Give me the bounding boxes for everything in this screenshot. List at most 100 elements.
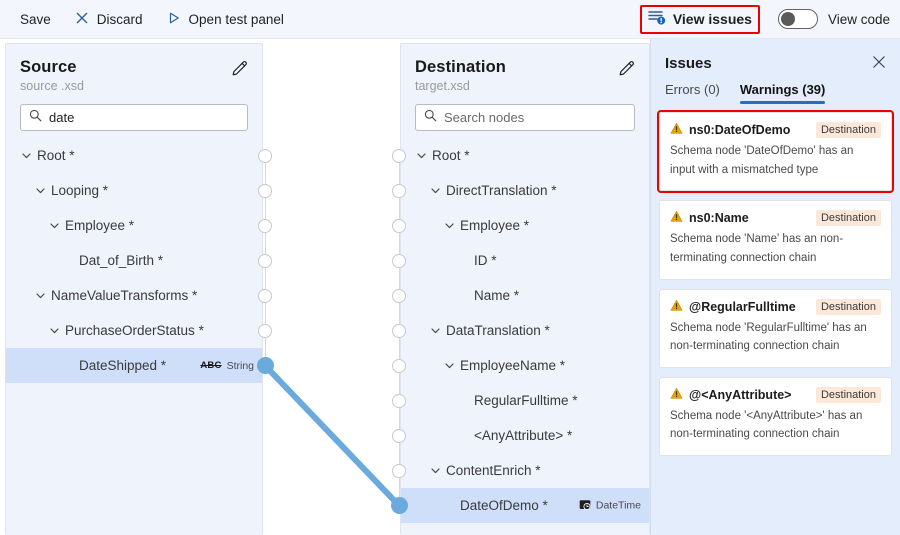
- source-tree-node[interactable]: PurchaseOrderStatus *: [6, 313, 262, 348]
- destination-tree-node[interactable]: ID *: [401, 243, 649, 278]
- chevron-down-icon[interactable]: [429, 464, 442, 477]
- source-tree-node-label: NameValueTransforms *: [51, 288, 198, 303]
- chevron-down-icon[interactable]: [443, 359, 456, 372]
- issue-description: Schema node '<AnyAttribute>' has an non-…: [670, 409, 863, 441]
- destination-search-input[interactable]: Search nodes: [415, 104, 635, 131]
- destination-tree-node[interactable]: RegularFulltime *: [401, 383, 649, 418]
- issue-name-label: @<AnyAttribute>: [689, 387, 792, 402]
- toolbar: Save Discard Open test panel: [0, 0, 900, 39]
- warning-triangle-icon: [670, 387, 683, 403]
- source-tree-node-label: DateShipped *: [79, 358, 167, 373]
- issue-card-header: @RegularFulltime Destination: [670, 298, 881, 315]
- connector-handle[interactable]: [258, 288, 272, 303]
- chevron-down-icon[interactable]: [48, 219, 61, 232]
- source-tree-node[interactable]: Root *: [6, 138, 262, 173]
- issue-description: Schema node 'DateOfDemo' has an input wi…: [670, 145, 854, 176]
- destination-tree-node[interactable]: DataTranslation *: [401, 313, 649, 348]
- source-tree-node[interactable]: Dat_of_Birth *: [6, 243, 262, 278]
- close-icon[interactable]: [870, 53, 888, 71]
- source-tree-node[interactable]: Employee *: [6, 208, 262, 243]
- connector-handle[interactable]: [392, 463, 406, 478]
- chevron-down-icon[interactable]: [429, 324, 442, 337]
- source-tree-node[interactable]: Looping *: [6, 173, 262, 208]
- destination-tree-node-label: ID *: [474, 253, 497, 268]
- connector-handle[interactable]: [258, 323, 272, 338]
- save-button[interactable]: Save: [10, 4, 61, 34]
- source-edit-pencil-icon[interactable]: [230, 58, 250, 78]
- open-test-panel-button[interactable]: Open test panel: [157, 4, 294, 34]
- connector-handle[interactable]: [258, 148, 272, 163]
- chevron-down-icon[interactable]: [48, 324, 61, 337]
- chevron-down-icon[interactable]: [34, 184, 47, 197]
- close-x-icon: [75, 11, 89, 28]
- toggle-knob: [780, 12, 795, 26]
- issue-scope-badge: Destination: [815, 210, 881, 227]
- discard-label: Discard: [96, 11, 143, 27]
- connector-handle[interactable]: [392, 253, 406, 268]
- source-tree-node[interactable]: NameValueTransforms *: [6, 278, 262, 313]
- destination-tree: Root * DirectTranslation * Employee * ID * N…: [401, 138, 649, 523]
- destination-tree-node[interactable]: Name *: [401, 278, 649, 313]
- view-issues-button[interactable]: View issues: [639, 4, 760, 34]
- issues-tab[interactable]: Errors (0): [665, 82, 720, 97]
- source-schema-panel: Source source .xsd date Root *Looping *E…: [5, 43, 263, 535]
- connector-handle[interactable]: [392, 288, 406, 303]
- issue-card-header: @<AnyAttribute> Destination: [670, 386, 881, 403]
- connector-handle[interactable]: [392, 393, 406, 408]
- warning-triangle-icon: [670, 299, 683, 315]
- destination-tree-node[interactable]: DirectTranslation *: [401, 173, 649, 208]
- destination-tree-node[interactable]: Employee *: [401, 208, 649, 243]
- connector-handle[interactable]: [390, 497, 408, 514]
- destination-tree-node[interactable]: ContentEnrich *: [401, 453, 649, 488]
- connector-handle[interactable]: [392, 148, 406, 163]
- discard-button[interactable]: Discard: [65, 4, 153, 34]
- connector-handle[interactable]: [258, 183, 272, 198]
- issues-list-icon: [648, 9, 666, 30]
- warning-triangle-icon: [670, 122, 683, 138]
- connector-handle[interactable]: [392, 428, 406, 443]
- issue-scope-badge: Destination: [815, 298, 881, 315]
- abc-string-icon: ABC: [200, 360, 222, 371]
- issues-panel-title: Issues: [665, 55, 712, 72]
- destination-tree-node-label: Name *: [474, 288, 520, 303]
- connector-handle[interactable]: [256, 357, 274, 374]
- issue-scope-badge: Destination: [815, 122, 881, 138]
- destination-panel-title: Destination: [415, 58, 506, 76]
- connection-wire: [262, 362, 402, 509]
- connector-handle[interactable]: [392, 183, 406, 198]
- view-code-toggle[interactable]: [777, 9, 818, 29]
- destination-panel-header: Destination target.xsd: [401, 44, 649, 93]
- issues-tab[interactable]: Warnings (39): [739, 82, 826, 104]
- destination-edit-pencil-icon[interactable]: [617, 58, 637, 78]
- destination-tree-node-label: Employee *: [460, 218, 530, 233]
- destination-tree-node[interactable]: <AnyAttribute> *: [401, 418, 649, 453]
- destination-tree-node[interactable]: EmployeeName *: [401, 348, 649, 383]
- destination-tree-node[interactable]: DateOfDemo *DateTime: [401, 488, 649, 523]
- destination-tree-node-label: DirectTranslation *: [446, 183, 557, 198]
- issue-name: ns0:DateOfDemo: [670, 122, 790, 138]
- chevron-down-icon[interactable]: [415, 149, 428, 162]
- chevron-down-icon[interactable]: [20, 149, 33, 162]
- connector-handle[interactable]: [392, 358, 406, 373]
- connector-handle[interactable]: [258, 218, 272, 233]
- toolbar-right-group: View issues View code: [639, 0, 900, 39]
- node-type-label: DateTime: [595, 499, 641, 512]
- chevron-down-icon[interactable]: [429, 184, 442, 197]
- destination-tree-node[interactable]: Root *: [401, 138, 649, 173]
- connector-handle[interactable]: [392, 323, 406, 338]
- issue-scope-badge: Destination: [815, 386, 881, 403]
- connector-handle[interactable]: [258, 253, 272, 268]
- destination-tree-node-label: <AnyAttribute> *: [474, 428, 573, 443]
- chevron-down-icon[interactable]: [34, 289, 47, 302]
- source-search-input[interactable]: date: [20, 104, 248, 131]
- issue-description: Schema node 'RegularFulltime' has an non…: [670, 321, 867, 353]
- connector-handle[interactable]: [392, 218, 406, 233]
- chevron-down-icon[interactable]: [443, 219, 456, 232]
- issue-name-label: @RegularFulltime: [689, 299, 796, 314]
